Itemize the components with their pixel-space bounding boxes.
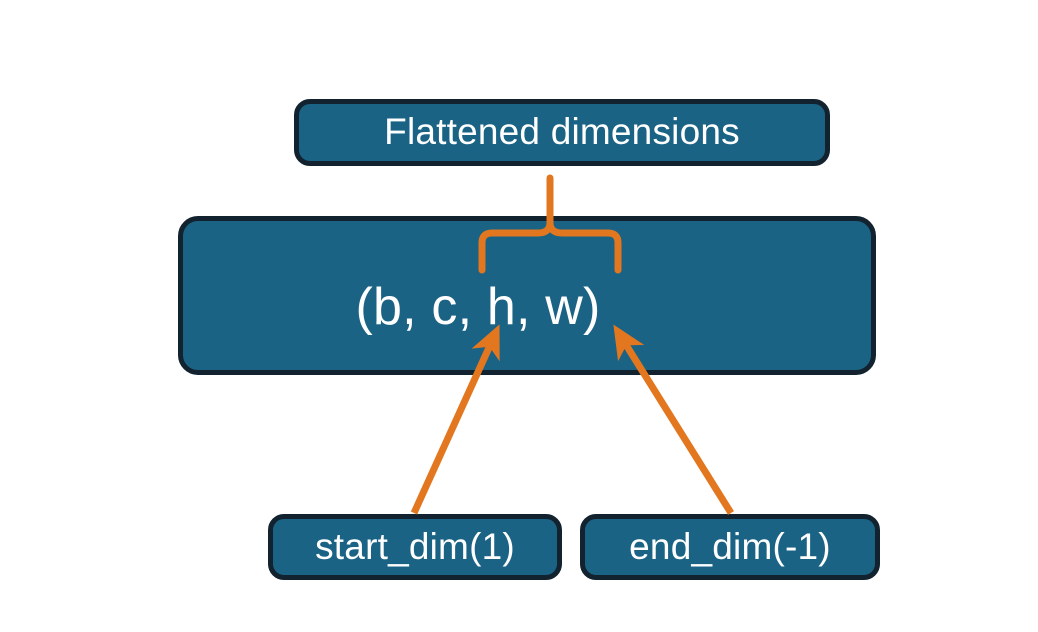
node-end-dim[interactable]: end_dim(-1) (580, 514, 880, 580)
node-tensor-shape[interactable]: (b, c, h, w) (178, 216, 876, 375)
node-flattened-dimensions-label: Flattened dimensions (384, 111, 740, 153)
node-tensor-shape-label: (b, c, h, w) (355, 277, 601, 336)
node-start-dim-label: start_dim(1) (315, 525, 515, 567)
node-end-dim-label: end_dim(-1) (629, 525, 831, 567)
node-start-dim[interactable]: start_dim(1) (268, 514, 562, 580)
node-flattened-dimensions[interactable]: Flattened dimensions (294, 99, 830, 166)
